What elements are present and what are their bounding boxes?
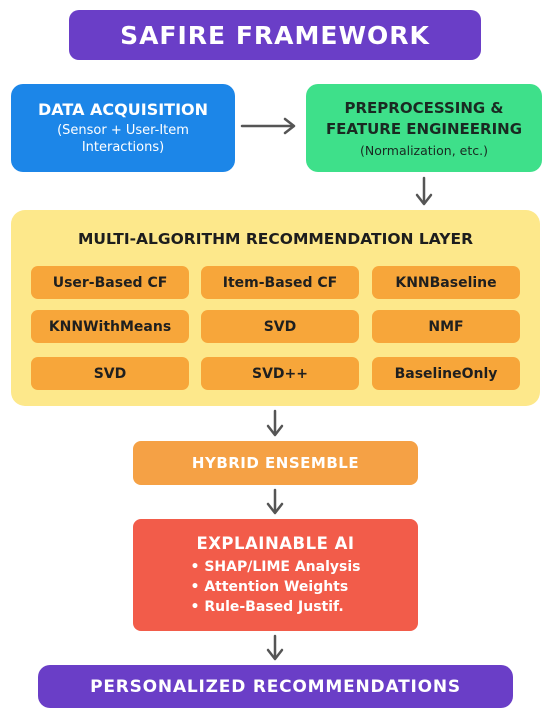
- framework-title: SAFIRE FRAMEWORK: [69, 10, 481, 60]
- data-acquisition-subtitle-line1: (Sensor + User-Item: [57, 123, 189, 138]
- personalized-recommendations-box: PERSONALIZED RECOMMENDATIONS: [38, 665, 513, 708]
- preprocessing-heading-line1: PREPROCESSING &: [344, 99, 504, 117]
- arrow-xai-to-output: [266, 634, 284, 661]
- explainable-ai-heading: EXPLAINABLE AI: [196, 533, 355, 553]
- preprocessing-subtitle: (Normalization, etc.): [359, 143, 488, 158]
- preprocessing-heading-line2: FEATURE ENGINEERING: [325, 120, 523, 138]
- arrow-preprocessing-to-layer: [415, 176, 433, 206]
- preprocessing-box: PREPROCESSING & FEATURE ENGINEERING (Nor…: [306, 84, 542, 172]
- algorithm-knnwithmeans: KNNWithMeans: [31, 310, 189, 343]
- arrow-acquisition-to-preprocessing: [240, 117, 296, 135]
- arrow-layer-to-hybrid: [266, 409, 284, 437]
- algorithm-baselineonly: BaselineOnly: [372, 357, 520, 390]
- data-acquisition-subtitle: (Sensor + User-Item Interactions): [57, 122, 189, 156]
- xai-item-shap-lime: SHAP/LIME Analysis: [191, 557, 360, 577]
- data-acquisition-subtitle-line2: Interactions): [81, 140, 165, 155]
- recommendation-layer-heading: MULTI-ALGORITHM RECOMMENDATION LAYER: [77, 230, 474, 248]
- data-acquisition-box: DATA ACQUISITION (Sensor + User-Item Int…: [11, 84, 235, 172]
- algorithm-user-based-cf: User-Based CF: [31, 266, 189, 299]
- algorithm-svd: SVD: [201, 310, 359, 343]
- xai-item-rule-based: Rule-Based Justif.: [191, 597, 361, 617]
- algorithm-knnbaseline: KNNBaseline: [372, 266, 520, 299]
- hybrid-ensemble-box: HYBRID ENSEMBLE: [133, 441, 418, 485]
- algorithm-item-based-cf: Item-Based CF: [201, 266, 359, 299]
- algorithm-nmf: NMF: [372, 310, 520, 343]
- arrow-hybrid-to-xai: [266, 488, 284, 515]
- algorithm-svd-2: SVD: [31, 357, 189, 390]
- data-acquisition-heading: DATA ACQUISITION: [37, 100, 209, 119]
- algorithm-svd-plus-plus: SVD++: [201, 357, 359, 390]
- explainable-ai-box: EXPLAINABLE AI SHAP/LIME Analysis Attent…: [133, 519, 418, 631]
- xai-item-attention-weights: Attention Weights: [191, 577, 361, 597]
